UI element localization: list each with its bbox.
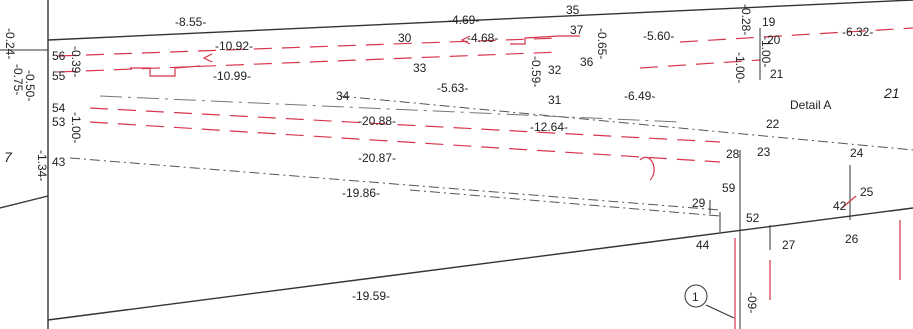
- point-29: 29: [692, 196, 706, 210]
- dashdot-2: [69, 157, 721, 211]
- dashdot-1: [339, 95, 913, 151]
- point-43: 43: [52, 155, 66, 169]
- point-44: 44: [696, 238, 710, 252]
- top-boundary-line: [47, 0, 913, 41]
- v-elev-3: -0.50-: [23, 70, 37, 101]
- point-32: 32: [548, 63, 562, 77]
- v-elev-8: -0.65-: [595, 28, 609, 59]
- point-27: 27: [782, 238, 796, 252]
- red-pipe-curve: [639, 156, 655, 181]
- point-33: 33: [413, 61, 427, 75]
- red-diag-1: [841, 195, 857, 209]
- v-elev-6: -1.00-: [69, 112, 83, 143]
- v-elev-11: -1.00-: [733, 52, 747, 83]
- point-30: 30: [398, 31, 412, 45]
- sheet-number-left: 7: [4, 149, 13, 165]
- v-elev-10: -1.00-: [759, 36, 773, 67]
- point-34: 34: [336, 89, 350, 103]
- sheet-number-right: 21: [883, 85, 900, 101]
- leader-line: [705, 304, 735, 319]
- elev-4: -4.69-: [448, 13, 479, 27]
- point-24: 24: [850, 146, 864, 160]
- v-elev-7: -0.59-: [529, 56, 543, 87]
- point-20: 20: [767, 33, 781, 47]
- point-26: 26: [845, 232, 859, 246]
- elev-9: -6.49-: [624, 89, 655, 103]
- point-25: 25: [860, 185, 874, 199]
- red-pipe-5: [679, 27, 913, 43]
- elev-12: -20.87-: [358, 151, 396, 165]
- elev-14: -19.59-: [352, 289, 390, 303]
- v-elev-2: -0.75-: [11, 64, 25, 95]
- point-59: 59: [722, 181, 736, 195]
- bottom-boundary-line: [47, 207, 913, 321]
- dashdot-3: [409, 189, 721, 217]
- circle-marker: [684, 284, 708, 308]
- point-53: 53: [52, 115, 66, 129]
- red-pipe-arrow-2: [202, 53, 213, 63]
- dashdot-4: [99, 95, 681, 123]
- elev-6: -5.60-: [643, 29, 674, 43]
- point-37: 37: [570, 23, 584, 37]
- point-42: 42: [833, 199, 847, 213]
- red-pipe-6: [639, 59, 761, 69]
- elev-10: -20.88-: [358, 114, 396, 128]
- elev-13: -19.86-: [342, 186, 380, 200]
- point-23: 23: [757, 145, 771, 159]
- red-pipe-bend: [130, 65, 201, 77]
- elev-5: -4.68-: [467, 31, 498, 45]
- point-54: 54: [52, 101, 66, 115]
- point-22: 22: [766, 117, 780, 131]
- v-elev-5: -0.39-: [69, 46, 83, 77]
- point-28: 28: [726, 147, 740, 161]
- elev-3: -10.99-: [213, 69, 251, 83]
- point-21: 21: [770, 67, 784, 81]
- red-pipe-4: [89, 121, 721, 163]
- point-31: 31: [548, 93, 562, 107]
- point-19: 19: [762, 15, 776, 29]
- red-pipe-3: [89, 107, 721, 143]
- elev-1: -8.55-: [175, 15, 206, 29]
- point-35: 35: [566, 3, 580, 17]
- detail-label: Detail A: [790, 98, 831, 112]
- v-elev-9: -0.28-: [739, 4, 753, 35]
- elev-8: -5.63-: [437, 81, 468, 95]
- point-52: 52: [746, 211, 760, 225]
- v-elev-12: -09-: [745, 292, 759, 313]
- point-55: 55: [52, 69, 66, 83]
- point-36: 36: [580, 55, 594, 69]
- elev-11: -12.64-: [530, 120, 568, 134]
- elev-7: -6.32-: [842, 25, 873, 39]
- point-56: 56: [52, 49, 66, 63]
- elev-2: -10.92-: [215, 39, 253, 53]
- v-elev-4: -1.34-: [35, 150, 49, 181]
- v-elev-1: -0.24-: [3, 28, 17, 59]
- red-pipe-arrow: [460, 35, 471, 45]
- left-edge-boundary: [0, 195, 49, 209]
- red-pipe-2: [57, 51, 561, 73]
- red-pipe-bend-2: [510, 35, 580, 45]
- circle-marker-label: 1: [692, 290, 699, 304]
